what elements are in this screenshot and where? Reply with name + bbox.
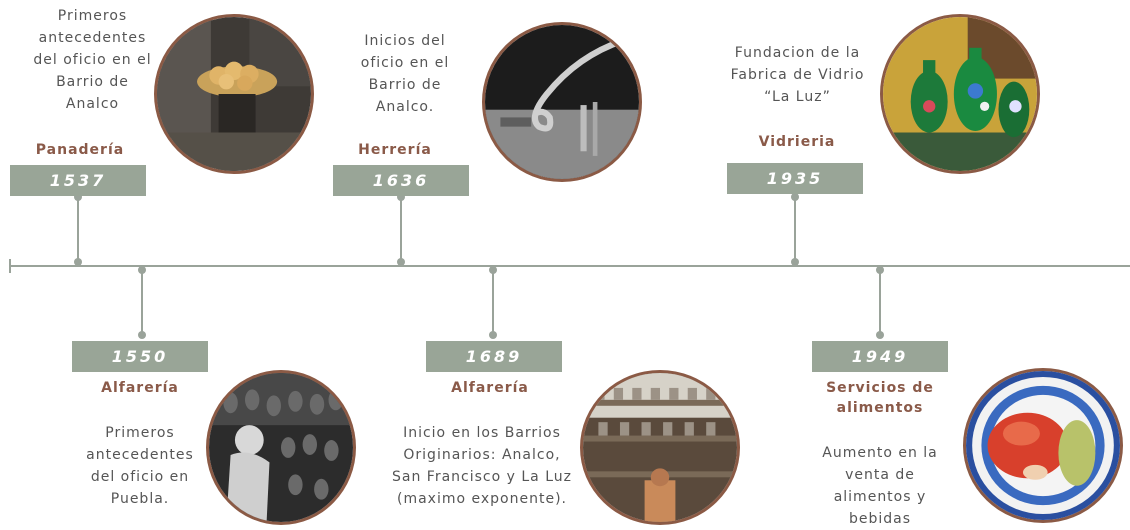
- glassware-photo: [880, 14, 1040, 174]
- event-description: Primeros antecedentes del oficio en Pueb…: [86, 425, 194, 507]
- connector-stem: [492, 270, 494, 335]
- connector-stem: [400, 195, 402, 262]
- connector-dot: [397, 193, 405, 201]
- ironwork-photo: [482, 22, 642, 182]
- timeline-dot: [74, 258, 82, 266]
- year-label: 1537: [10, 165, 146, 196]
- timeline-axis: [10, 265, 1130, 267]
- connector-stem: [794, 195, 796, 262]
- craft-label: Panadería: [35, 142, 125, 158]
- connector-dot: [74, 193, 82, 201]
- craft-label: Alfarería: [451, 380, 529, 396]
- connector-dot: [138, 331, 146, 339]
- event-description: Fundacion de la Fabrica de Vidrio “La Lu…: [730, 45, 865, 105]
- year-label: 1689: [426, 341, 562, 372]
- event-description: Aumento en la venta de alimentos y bebid…: [822, 445, 938, 527]
- craft-label: Herrería: [358, 142, 432, 158]
- connector-dot: [489, 331, 497, 339]
- connector-dot: [791, 193, 799, 201]
- pottery-workshop-photo: [206, 370, 356, 525]
- craft-label: Vidrieria: [758, 134, 836, 150]
- connector-stem: [141, 270, 143, 335]
- timeline-dot: [791, 258, 799, 266]
- year-label: 1935: [727, 163, 863, 194]
- connector-stem: [879, 270, 881, 335]
- craft-label: Servicios de alimentos: [826, 380, 934, 416]
- year-label: 1949: [812, 341, 948, 372]
- event-description: Inicios del oficio en el Barrio de Analc…: [360, 33, 450, 115]
- craft-label: Alfarería: [101, 380, 179, 396]
- timeline-axis-start-cap: [9, 259, 11, 273]
- event-description: Primeros antecedentes del oficio en el B…: [33, 8, 152, 112]
- pottery-shelves-photo: [580, 370, 740, 525]
- event-description: Inicio en los Barrios Originarios: Analc…: [392, 425, 572, 507]
- year-label: 1636: [333, 165, 469, 196]
- food-plate-photo: [963, 368, 1123, 523]
- year-label: 1550: [72, 341, 208, 372]
- timeline-dot: [397, 258, 405, 266]
- bread-basket-photo: [154, 14, 314, 174]
- connector-dot: [876, 331, 884, 339]
- connector-stem: [77, 195, 79, 262]
